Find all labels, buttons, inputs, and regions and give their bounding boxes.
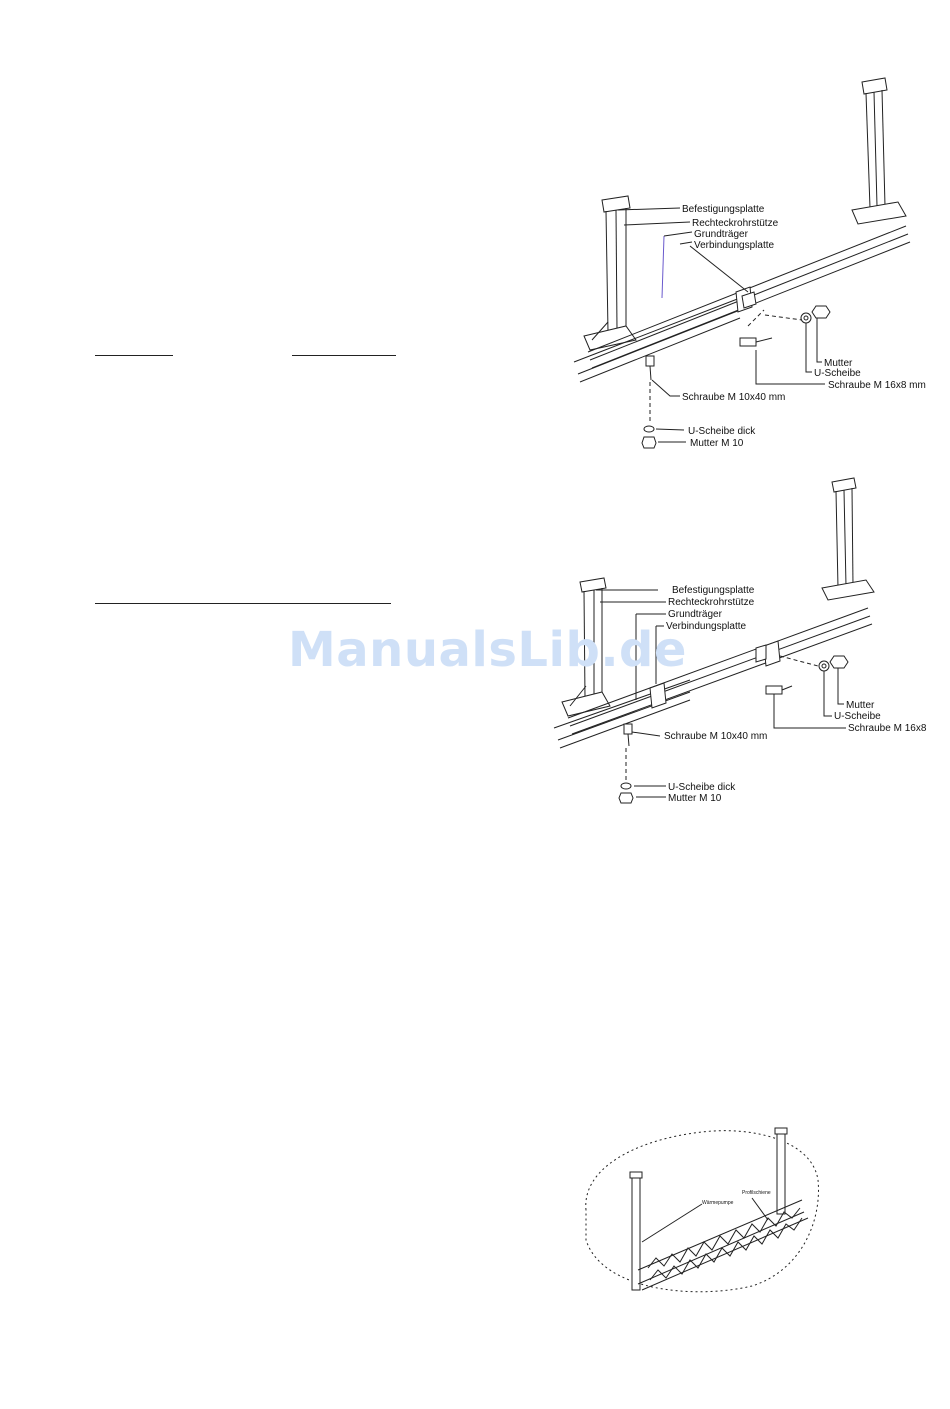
figure-2-assembly-diagram: Befestigungsplatte Rechteckrohrstütze Gr… <box>553 477 927 804</box>
label-schraube-m16: Schraube M 16x8 mm <box>828 380 926 391</box>
label-grundtraeger: Grundträger <box>694 229 749 240</box>
label-mutter-m10: Mutter M 10 <box>668 793 722 804</box>
label-mutter-m10: Mutter M 10 <box>690 438 744 449</box>
label-befestigungsplatte: Befestigungsplatte <box>672 585 755 596</box>
underline-rule-1 <box>95 355 173 356</box>
label-rechteckrohrstuetze: Rechteckrohrstütze <box>692 218 779 229</box>
label-mutter: Mutter <box>846 700 875 711</box>
underline-rule-3 <box>95 603 391 604</box>
watermark: ManualsLib.de <box>288 622 687 678</box>
label-u-scheibe: U-Scheibe <box>814 368 861 379</box>
label-profilschiene: Profilschiene <box>742 1190 771 1196</box>
label-schraube-m10: Schraube M 10x40 mm <box>682 392 785 403</box>
label-u-scheibe-dick: U-Scheibe dick <box>688 426 756 437</box>
label-u-scheibe-dick: U-Scheibe dick <box>668 782 736 793</box>
underline-rule-2 <box>292 355 396 356</box>
label-befestigungsplatte: Befestigungsplatte <box>682 204 765 215</box>
label-waermepumpe: Wärmepumpe <box>702 1200 734 1206</box>
label-mutter: Mutter <box>824 358 853 369</box>
label-verbindungsplatte: Verbindungsplatte <box>666 621 747 632</box>
figure-3-installation-sketch: Profilschiene Wärmepumpe <box>585 1127 819 1293</box>
label-schraube-m16: Schraube M 16x8 <box>848 723 927 734</box>
label-verbindungsplatte: Verbindungsplatte <box>694 240 775 251</box>
label-u-scheibe: U-Scheibe <box>834 711 881 722</box>
figure-1-assembly-diagram: Befestigungsplatte Rechteckrohrstütze Gr… <box>573 77 926 449</box>
label-rechteckrohrstuetze: Rechteckrohrstütze <box>668 597 755 608</box>
label-schraube-m10: Schraube M 10x40 mm <box>664 731 767 742</box>
label-grundtraeger: Grundträger <box>668 609 723 620</box>
